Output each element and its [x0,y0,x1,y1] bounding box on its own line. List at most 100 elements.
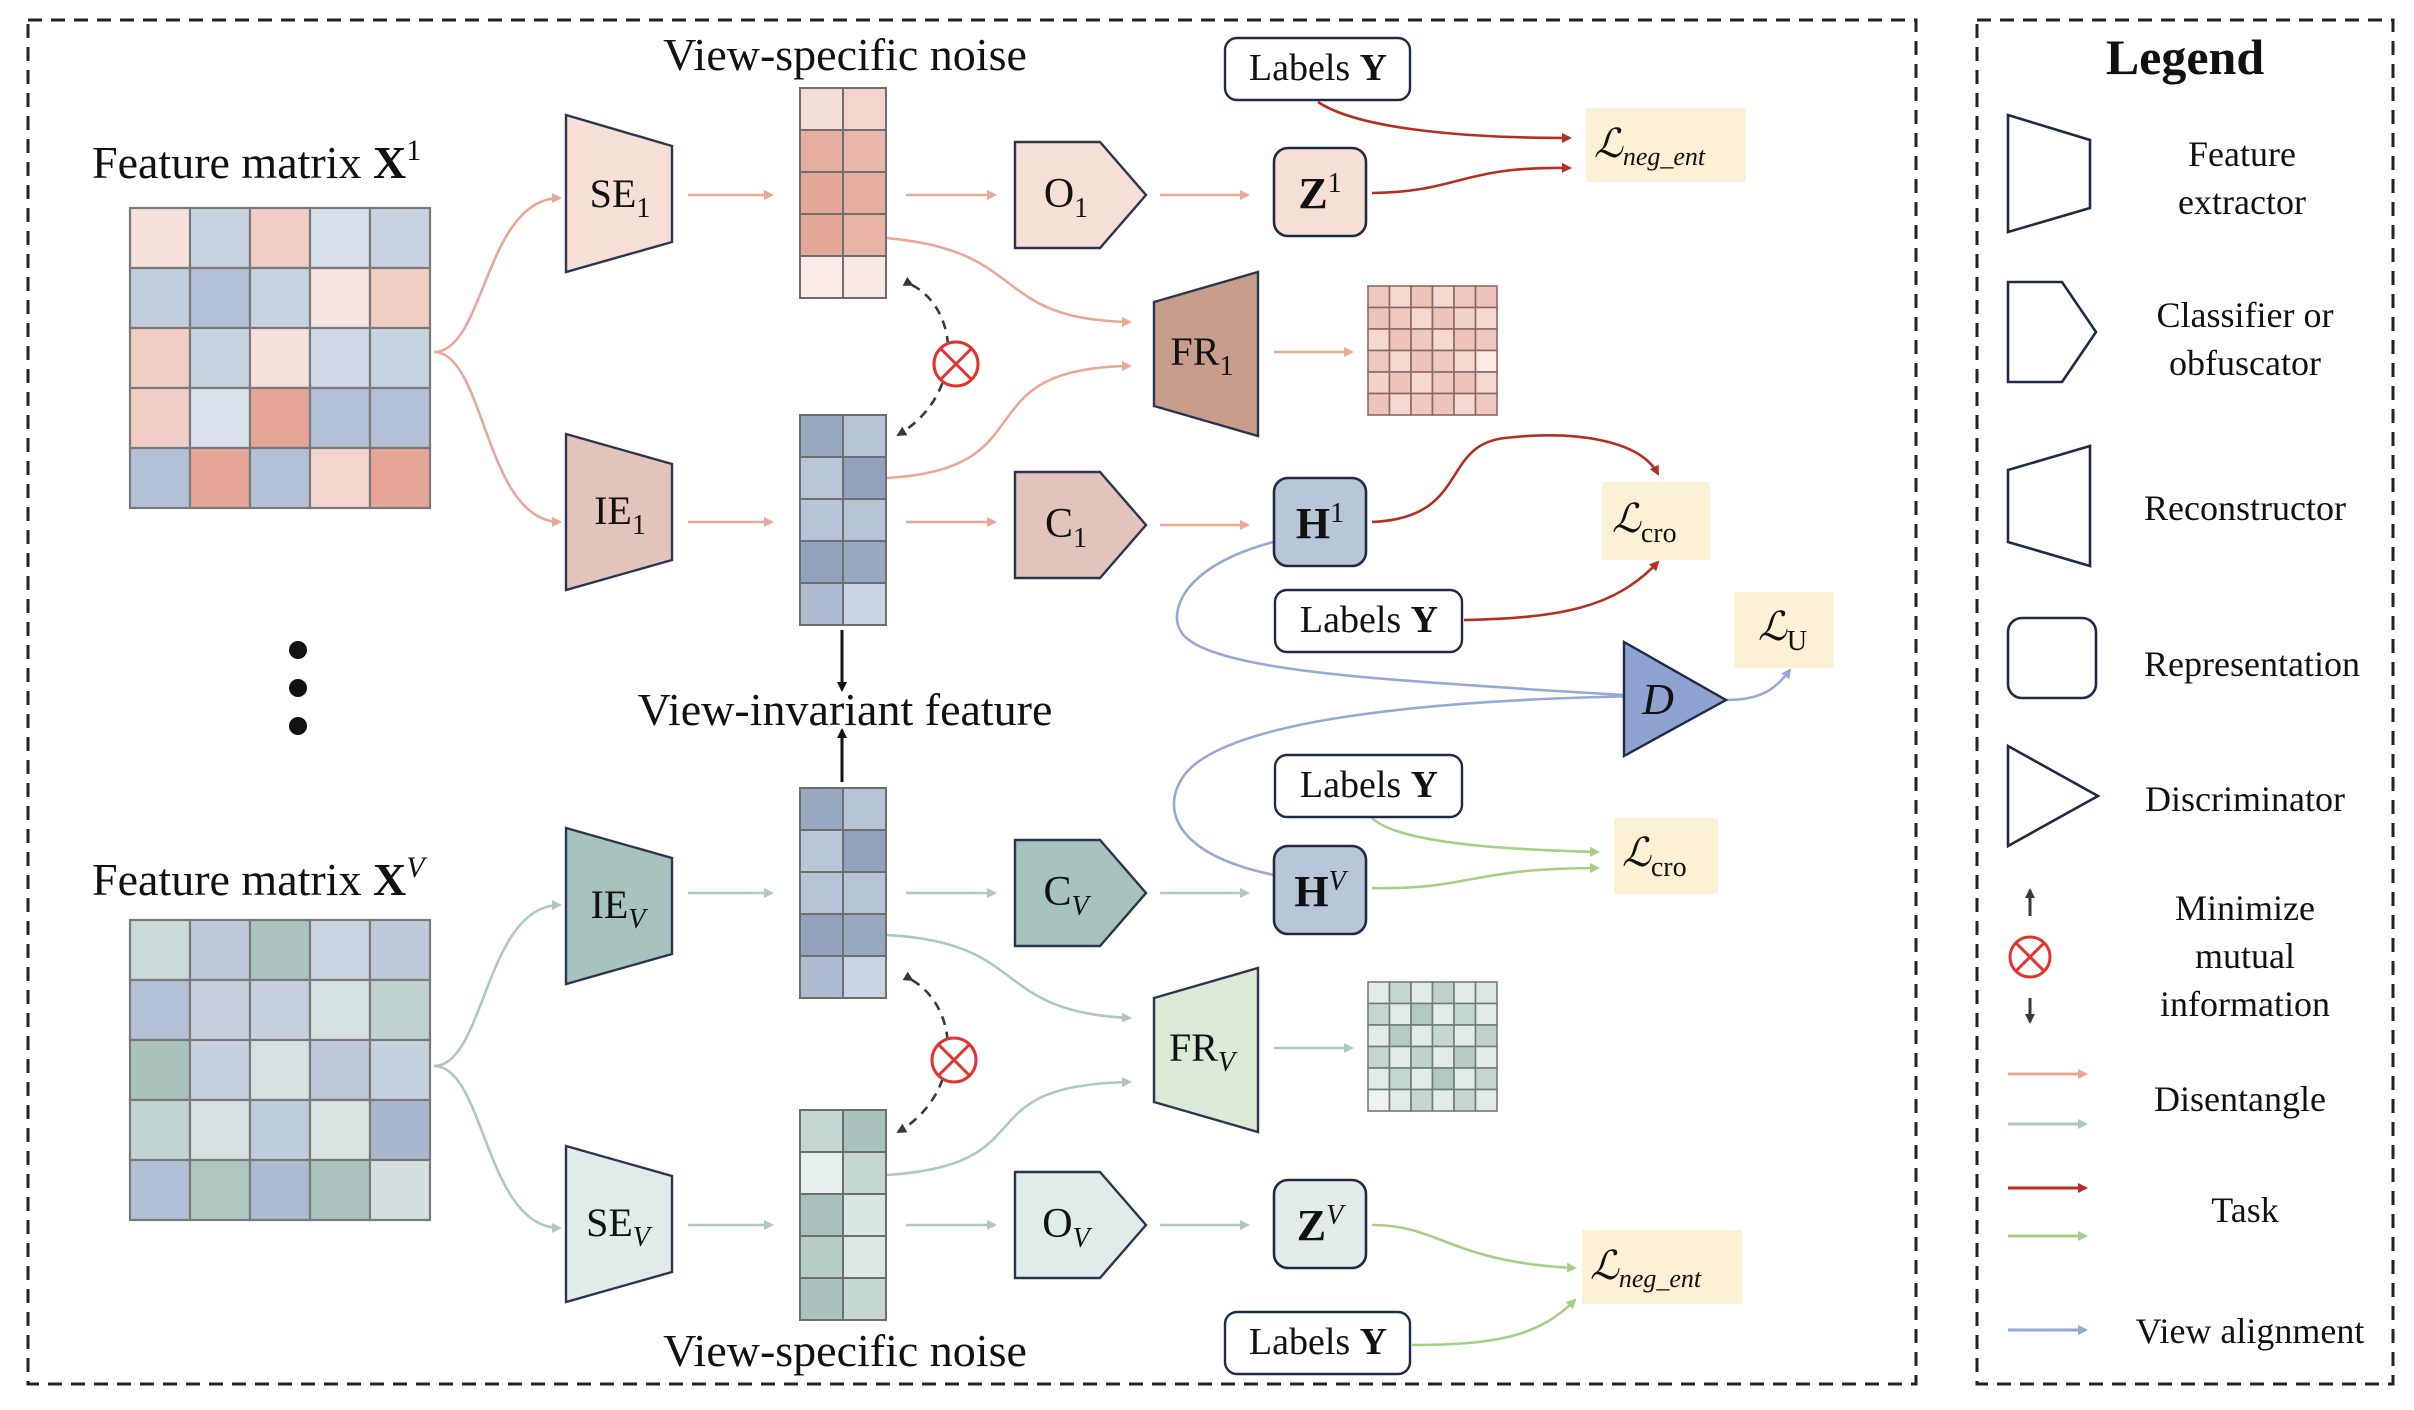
vector-cell [799,1277,844,1321]
vector-cell [842,87,887,131]
svg-text:ZV: ZV [1297,1200,1346,1250]
matrix-cell [368,1158,432,1222]
output-cell [1367,371,1391,395]
matrix-cell [308,1098,372,1162]
output-cell [1453,1045,1477,1069]
output-cell [1388,981,1412,1005]
vector-cell [842,829,887,873]
legend-minimize-mi: Minimize mutual information [2008,888,2330,1024]
output-cell [1431,1088,1455,1112]
arrow-inv1-to-fr1 [885,361,1132,480]
arrow-x1-to-se1 [433,193,562,354]
matrix-cell [368,326,432,390]
output-cell [1431,1024,1455,1048]
matrix-cell [188,446,252,510]
views-ellipsis: ⋮ [289,641,307,735]
svg-text:mutual: mutual [2195,936,2295,976]
reconstruction-output-1-grid [1367,285,1498,416]
output-cell [1474,349,1498,373]
feature-matrix-xv-title: Feature matrix XV [92,851,428,905]
legend: Legend Feature extractor Classifier or o… [2006,29,2364,1351]
matrix-cell [368,1038,432,1102]
svg-text:Labels Y: Labels Y [1249,1321,1387,1363]
task-arrow-hv-to-cro-v [1371,863,1600,890]
output-cell [1388,1002,1412,1026]
view-specific-noise-1-grid [799,87,887,299]
output-cell [1388,1088,1412,1112]
output-cell [1453,1067,1477,1091]
reconstructor-frv: FRV [1152,966,1260,1134]
matrix-cell [188,978,252,1042]
vector-cell [799,213,844,257]
output-cell [1431,392,1455,416]
connectors [433,100,1792,1347]
output-cell [1367,285,1391,309]
representation-hv: HV [1272,844,1368,936]
legend-classifier: Classifier or obfuscator [2006,280,2333,384]
svg-text:O1: O1 [1044,171,1088,224]
representation-z1: Z1 [1272,146,1368,238]
align-arrow-hv-to-d [1172,691,1642,880]
output-cell [1431,328,1455,352]
vector-cell [842,456,887,500]
legend-representation: Representation [2006,616,2360,700]
matrix-cell [188,326,252,390]
output-cell [1367,1088,1391,1112]
task-arrow-labels-to-negent-v [1411,1298,1577,1347]
vector-cell [799,582,844,626]
task-arrow-h1-to-cro-1 [1371,434,1660,524]
output-cell [1474,328,1498,352]
output-cell [1474,1067,1498,1091]
matrix-cell [128,918,192,982]
main-panel-frame [26,18,1918,1386]
output-cell [1474,306,1498,330]
matrix-cell [308,206,372,270]
task-arrow-labels-to-negent-1 [1317,100,1572,143]
output-cell [1453,392,1477,416]
matrix-cell [188,918,252,982]
output-cell [1410,981,1434,1005]
output-cell [1431,285,1455,309]
view-invariant-feature-v-grid [799,787,887,999]
legend-panel-frame [1975,18,2395,1386]
output-cell [1388,1045,1412,1069]
vector-cell [842,129,887,173]
vector-cell [799,414,844,458]
matrix-cell [128,1098,192,1162]
output-cell [1474,371,1498,395]
arrow-x1-to-ie1 [433,350,562,527]
vector-cell [799,1151,844,1195]
svg-text:ℒU: ℒU [1758,604,1807,657]
task-arrow-labels-to-cro-v [1371,817,1600,857]
svg-text:SEV: SEV [586,1200,653,1253]
output-cell [1367,1067,1391,1091]
svg-text:D: D [1641,675,1674,724]
svg-text:IEV: IEV [591,882,649,935]
loss-cro-viewv: ℒcro [1614,818,1718,894]
legend-task: Task [2008,1183,2279,1241]
output-cell [1410,392,1434,416]
obfuscator-ov: OV [1013,1170,1148,1280]
labels-y-box-view1-cro: Labels Y [1273,588,1464,654]
output-cell [1388,1024,1412,1048]
matrix-cell [368,978,432,1042]
svg-text:Disentangle: Disentangle [2154,1079,2326,1119]
legend-view-alignment: View alignment [2008,1311,2364,1351]
matrix-cell [368,266,432,330]
legend-title: Legend [2106,29,2265,85]
output-cell [1367,1045,1391,1069]
svg-text:Discriminator: Discriminator [2145,779,2345,819]
vector-cell [799,255,844,299]
labels-y-box-top: Labels Y [1223,36,1412,102]
classifier-c1: C1 [1013,470,1148,580]
matrix-cell [248,266,312,330]
output-cell [1474,392,1498,416]
output-cell [1431,1067,1455,1091]
vector-cell [842,540,887,584]
output-cell [1474,1088,1498,1112]
svg-text:SE1: SE1 [590,171,651,224]
matrix-cell [368,446,432,510]
task-arrow-zv-to-negent-v [1371,1223,1577,1273]
matrix-cell [368,1098,432,1162]
noise-label-top: View-specific noise [663,29,1027,80]
